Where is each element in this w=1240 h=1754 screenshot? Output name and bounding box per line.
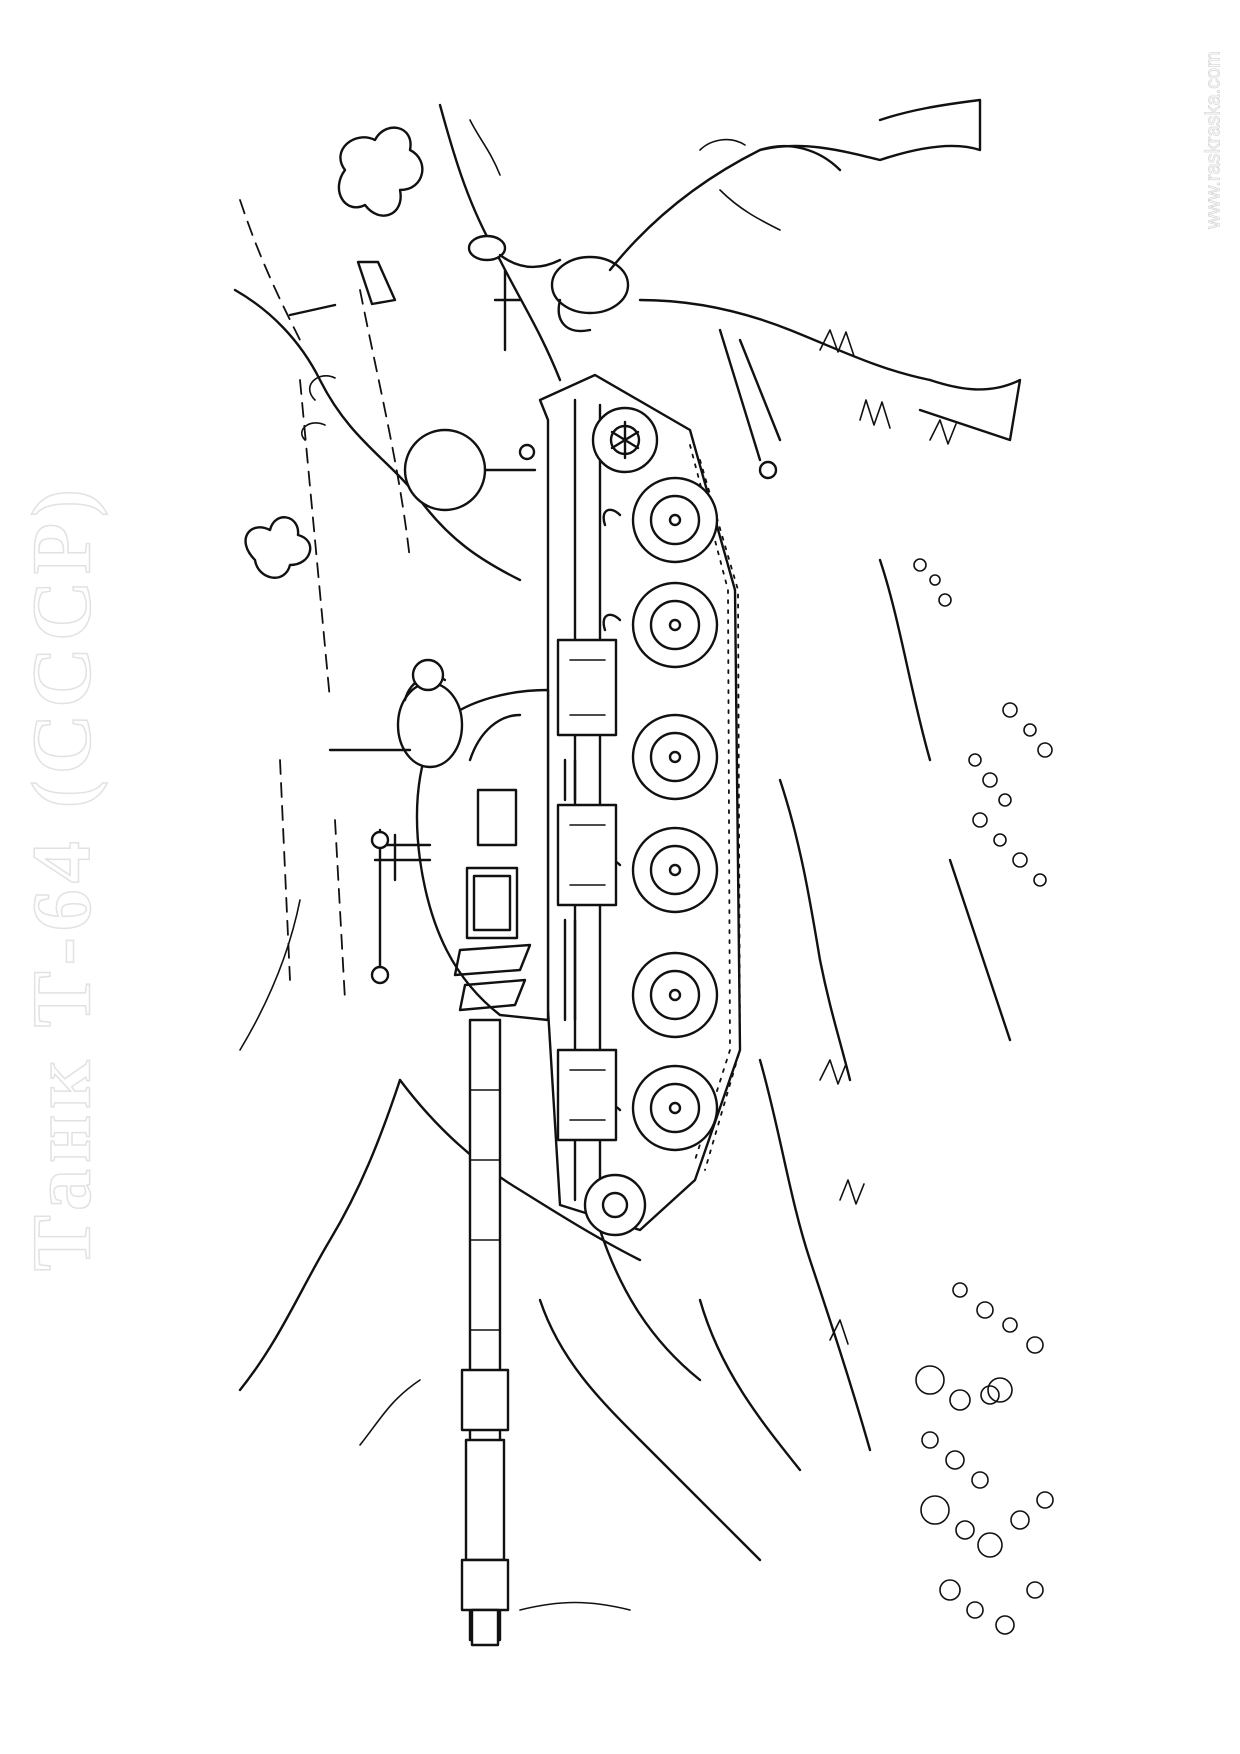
landscape	[233, 103, 1012, 1611]
pebbles-lower	[915, 1282, 1054, 1635]
motion-lines	[239, 199, 411, 1001]
pebbles-upper	[913, 558, 1053, 887]
ground-texture	[819, 329, 1054, 1635]
bushes	[244, 126, 424, 579]
tank	[328, 373, 742, 1647]
soldiers	[467, 98, 1022, 480]
